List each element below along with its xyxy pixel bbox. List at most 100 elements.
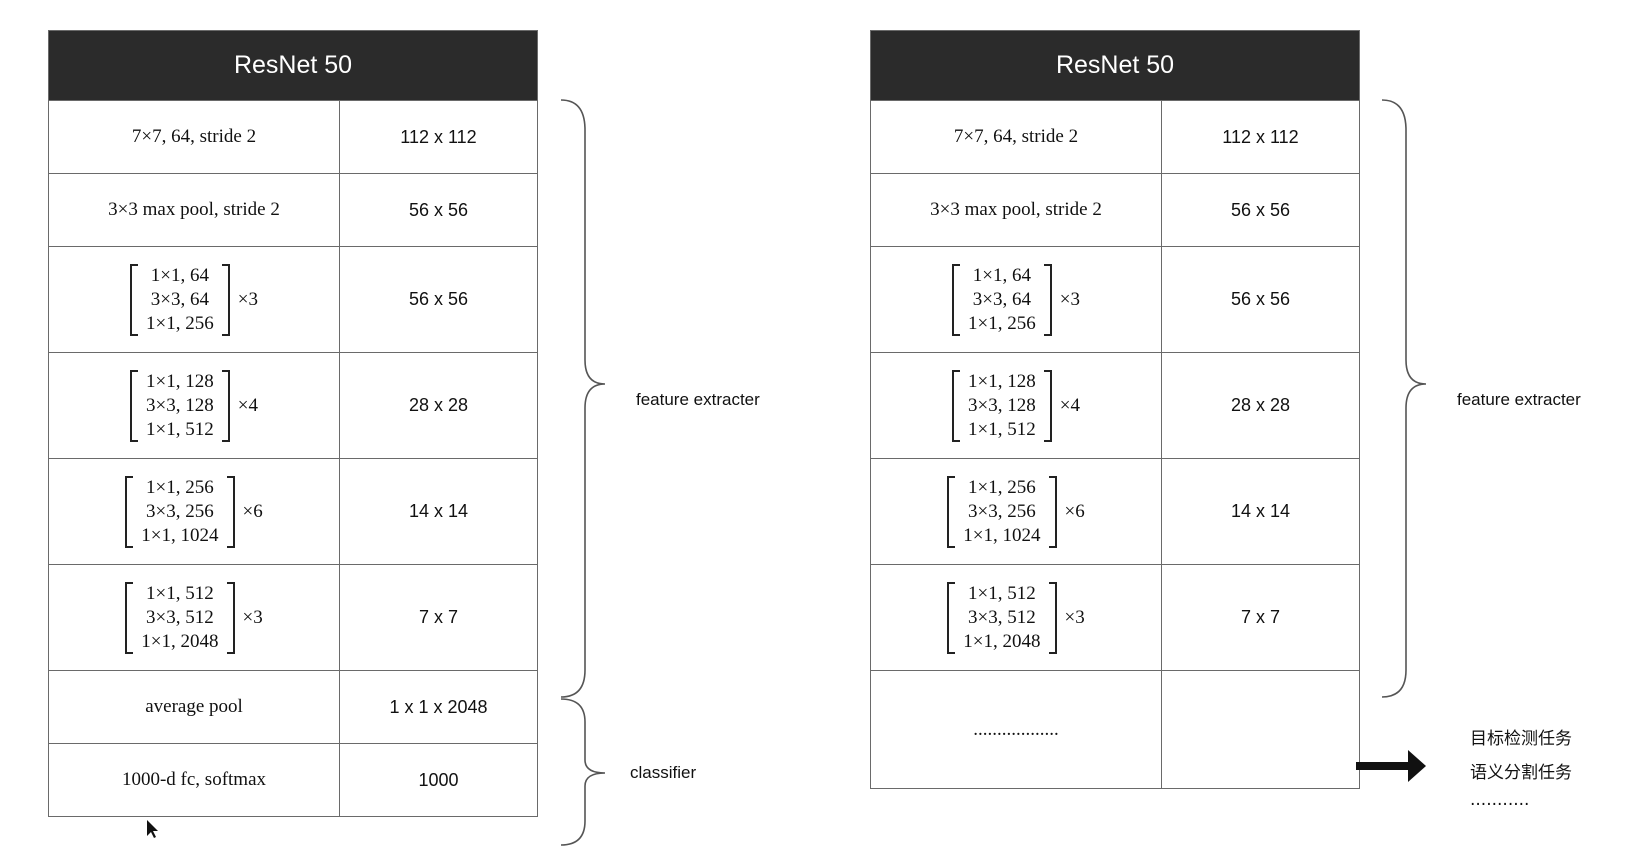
table-row: average pool 1 x 1 x 2048	[49, 670, 537, 743]
bottleneck-block: 1×1, 256 3×3, 256 1×1, 1024 ×6	[947, 475, 1085, 548]
table-row: 1000-d fc, softmax 1000	[49, 743, 537, 816]
repeat-multiplier: ×3	[1064, 606, 1085, 628]
conv-line: 1×1, 1024	[963, 524, 1041, 546]
layer-cell: 1×1, 64 3×3, 64 1×1, 256 ×3	[871, 247, 1162, 352]
layer-cell: average pool	[49, 671, 340, 743]
output-size-cell: 14 x 14	[408, 501, 469, 521]
conv-line: 3×3, 512	[146, 606, 214, 628]
conv-line: 1×1, 512	[968, 418, 1036, 440]
table-row: 1×1, 128 3×3, 128 1×1, 512 ×4 28 x 28	[871, 352, 1359, 458]
conv-line: 1×1, 64	[150, 264, 209, 286]
conv-line: 3×3, 256	[968, 500, 1036, 522]
output-size-cell: 1 x 1 x 2048	[389, 696, 488, 717]
conv-line: 3×3, 128	[968, 394, 1036, 416]
bottleneck-block: 1×1, 256 3×3, 256 1×1, 1024 ×6	[125, 475, 263, 548]
conv-line: 1×1, 256	[146, 476, 214, 498]
bracket: 1×1, 64 3×3, 64 1×1, 256	[130, 263, 230, 336]
right-resnet-table: ResNet 50 7×7, 64, stride 2 112 x 112 3×…	[870, 30, 1360, 789]
mouse-cursor-icon	[147, 820, 158, 838]
bracket: 1×1, 256 3×3, 256 1×1, 1024	[125, 475, 235, 548]
layer-cell: 1000-d fc, softmax	[49, 744, 340, 816]
output-size-cell: 112 x 112	[1222, 126, 1299, 147]
table-row: 1×1, 512 3×3, 512 1×1, 2048 ×3 7 x 7	[871, 564, 1359, 670]
output-size-cell: 56 x 56	[1230, 199, 1291, 220]
bottleneck-block: 1×1, 64 3×3, 64 1×1, 256 ×3	[952, 263, 1080, 336]
conv-line: 1×1, 256	[968, 312, 1036, 334]
output-size-cell: 56 x 56	[408, 289, 469, 309]
output-size-cell: 7 x 7	[1240, 607, 1281, 627]
left-table-title: ResNet 50	[49, 31, 537, 100]
output-size-cell: 7 x 7	[418, 607, 459, 627]
repeat-multiplier: ×4	[1059, 394, 1080, 416]
feature-extracter-label-left: feature extracter	[636, 390, 760, 409]
layer-cell: 1×1, 128 3×3, 128 1×1, 512 ×4	[49, 353, 340, 458]
conv-line: 1×1, 128	[968, 370, 1036, 392]
table-row: 7×7, 64, stride 2 112 x 112	[871, 100, 1359, 173]
table-row: 1×1, 256 3×3, 256 1×1, 1024 ×6 14 x 14	[49, 458, 537, 564]
classifier-brace-left	[560, 698, 606, 846]
task-item: ...........	[1470, 790, 1530, 810]
output-size-cell: 56 x 56	[1230, 289, 1291, 309]
repeat-multiplier: ×6	[242, 500, 263, 522]
conv-line: 1×1, 256	[146, 312, 214, 334]
layer-cell: 1×1, 64 3×3, 64 1×1, 256 ×3	[49, 247, 340, 352]
conv-line: 1×1, 512	[146, 418, 214, 440]
conv-line: 1×1, 512	[146, 582, 214, 604]
table-row: 7×7, 64, stride 2 112 x 112	[49, 100, 537, 173]
output-size-cell: 1000	[418, 769, 459, 790]
bracket: 1×1, 256 3×3, 256 1×1, 1024	[947, 475, 1057, 548]
repeat-multiplier: ×3	[242, 606, 263, 628]
layer-cell: 1×1, 256 3×3, 256 1×1, 1024 ×6	[49, 459, 340, 564]
conv-line: 3×3, 128	[146, 394, 214, 416]
conv-line: 1×1, 64	[972, 264, 1031, 286]
table-row: 1×1, 512 3×3, 512 1×1, 2048 ×3 7 x 7	[49, 564, 537, 670]
bottleneck-block: 1×1, 512 3×3, 512 1×1, 2048 ×3	[947, 581, 1085, 654]
repeat-multiplier: ×4	[237, 394, 258, 416]
bracket: 1×1, 128 3×3, 128 1×1, 512	[952, 369, 1052, 442]
output-size-cell: 56 x 56	[408, 199, 469, 220]
table-row: 1×1, 128 3×3, 128 1×1, 512 ×4 28 x 28	[49, 352, 537, 458]
table-row: 1×1, 64 3×3, 64 1×1, 256 ×3 56 x 56	[49, 246, 537, 352]
left-resnet-table: ResNet 50 7×7, 64, stride 2 112 x 112 3×…	[48, 30, 538, 817]
feature-extracter-label-right: feature extracter	[1457, 390, 1581, 409]
table-row: 1×1, 64 3×3, 64 1×1, 256 ×3 56 x 56	[871, 246, 1359, 352]
bottleneck-block: 1×1, 128 3×3, 128 1×1, 512 ×4	[952, 369, 1080, 442]
bracket: 1×1, 128 3×3, 128 1×1, 512	[130, 369, 230, 442]
output-size-cell: 14 x 14	[1230, 501, 1291, 521]
bottleneck-block: 1×1, 512 3×3, 512 1×1, 2048 ×3	[125, 581, 263, 654]
layer-cell: 1×1, 128 3×3, 128 1×1, 512 ×4	[871, 353, 1162, 458]
bottleneck-block: 1×1, 64 3×3, 64 1×1, 256 ×3	[130, 263, 258, 336]
conv-line: 1×1, 2048	[963, 630, 1041, 652]
output-size-cell: 112 x 112	[400, 126, 477, 147]
conv-line: 3×3, 64	[972, 288, 1031, 310]
repeat-multiplier: ×6	[1064, 500, 1085, 522]
classifier-label: classifier	[630, 763, 697, 782]
arrow-icon	[1356, 750, 1426, 782]
conv-line: 1×1, 256	[968, 476, 1036, 498]
bracket: 1×1, 512 3×3, 512 1×1, 2048	[947, 581, 1057, 654]
conv-line: 3×3, 64	[150, 288, 209, 310]
bracket: 1×1, 64 3×3, 64 1×1, 256	[952, 263, 1052, 336]
output-size-cell: 28 x 28	[1230, 395, 1291, 415]
layer-cell: 3×3 max pool, stride 2	[49, 174, 340, 246]
bottleneck-block: 1×1, 128 3×3, 128 1×1, 512 ×4	[130, 369, 258, 442]
table-row: 3×3 max pool, stride 2 56 x 56	[871, 173, 1359, 246]
conv-line: 1×1, 512	[968, 582, 1036, 604]
right-table-title: ResNet 50	[871, 31, 1359, 100]
feature-brace-left	[560, 99, 606, 698]
layer-cell: 1×1, 256 3×3, 256 1×1, 1024 ×6	[871, 459, 1162, 564]
bracket: 1×1, 512 3×3, 512 1×1, 2048	[125, 581, 235, 654]
output-size-cell: 28 x 28	[408, 395, 469, 415]
repeat-multiplier: ×3	[1059, 288, 1080, 310]
conv-line: 1×1, 2048	[141, 630, 219, 652]
layer-cell: 7×7, 64, stride 2	[49, 101, 340, 173]
table-row: 3×3 max pool, stride 2 56 x 56	[49, 173, 537, 246]
task-item: 目标检测任务	[1470, 729, 1572, 749]
conv-line: 1×1, 128	[146, 370, 214, 392]
layer-cell: 1×1, 512 3×3, 512 1×1, 2048 ×3	[871, 565, 1162, 670]
conv-line: 3×3, 512	[968, 606, 1036, 628]
task-item: 语义分割任务	[1470, 763, 1572, 783]
layer-cell: 3×3 max pool, stride 2	[871, 174, 1162, 246]
placeholder-cell: ..................	[871, 671, 1162, 788]
